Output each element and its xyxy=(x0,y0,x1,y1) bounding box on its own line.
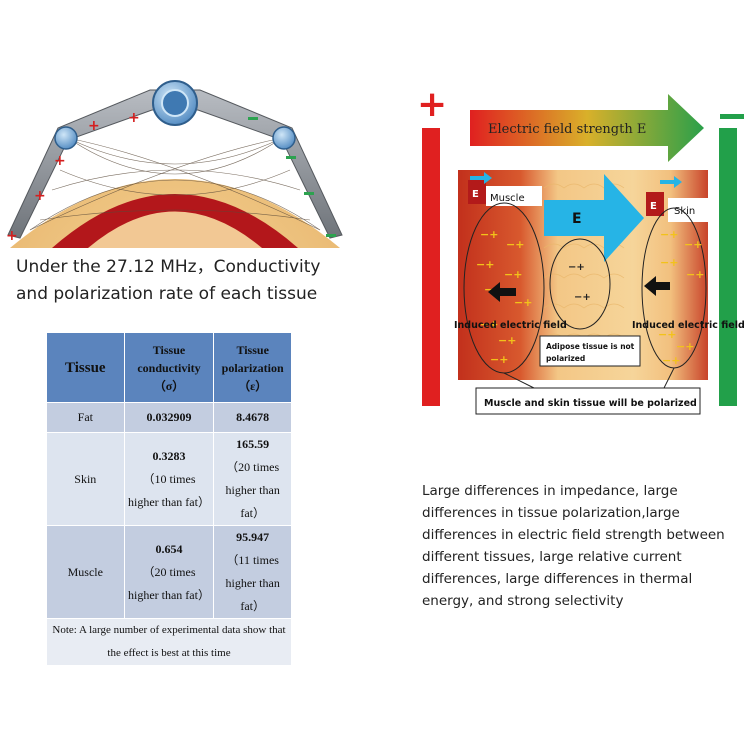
header-polarization: Tissue polarization （ε） xyxy=(213,332,292,403)
skin-e-box xyxy=(646,192,664,216)
big-field-arrow xyxy=(544,174,644,262)
svg-text:−+: −+ xyxy=(684,238,702,251)
electrode-left xyxy=(54,126,78,150)
adipose-charges: −+ −+ xyxy=(568,262,591,303)
skin-label: Skin xyxy=(674,206,695,217)
svg-text:+: + xyxy=(128,110,140,126)
svg-text:−+: −+ xyxy=(662,354,680,367)
tissue-property-table: Tissue Tissue conductivity （σ） Tissue po… xyxy=(46,332,292,666)
positive-electrode-bar xyxy=(422,128,440,406)
field-strength-label: Electric field strength E xyxy=(488,122,646,137)
svg-text:+: + xyxy=(88,118,100,134)
negative-sign xyxy=(720,114,744,119)
svg-text:−+: −+ xyxy=(514,296,532,309)
adipose-ellipse xyxy=(549,238,611,330)
table-caption: Under the 27.12 MHz，Conductivity and pol… xyxy=(16,257,321,304)
cell-polarization: 8.4678 xyxy=(213,402,292,433)
induced-field-left-label: Induced electric field xyxy=(454,320,567,331)
header-tissue: Tissue xyxy=(46,332,125,403)
bottom-note-box xyxy=(475,387,701,415)
field-strength-arrow xyxy=(470,94,704,162)
muscle-label-box xyxy=(486,186,542,206)
electric-field-diagram: + Electric field strength E E Muscle E E… xyxy=(417,88,745,415)
skin-label-box xyxy=(668,198,708,222)
muscle-label: Muscle xyxy=(490,193,525,204)
cell-polarization: 95.947 （11 times higher than fat） xyxy=(213,525,292,619)
inner-fat xyxy=(88,211,262,248)
header-conductivity: Tissue conductivity （σ） xyxy=(123,332,215,403)
skin-e-label: E xyxy=(650,201,657,212)
field-lines xyxy=(29,137,321,231)
skin-small-arrow xyxy=(660,176,682,188)
bottom-note: Muscle and skin tissue will be polarized xyxy=(484,398,697,409)
svg-text:−+: −+ xyxy=(568,262,585,273)
charge-pairs: −+−+ −+−+ −+−+ −+−+ −+ −+−+ −+−+ −+−+ −+ xyxy=(476,228,704,367)
cell-tissue: Skin xyxy=(46,432,125,526)
svg-text:−+: −+ xyxy=(480,318,498,331)
svg-text:−+: −+ xyxy=(506,238,524,251)
svg-text:−+: −+ xyxy=(498,334,516,347)
cell-conductivity: 0.654 （20 times higher than fat） xyxy=(123,525,215,619)
svg-text:+: + xyxy=(34,188,46,204)
callout-lines xyxy=(503,367,675,389)
polarity-markers: + + + + + xyxy=(6,110,336,244)
svg-text:+: + xyxy=(54,153,66,169)
svg-text:−+: −+ xyxy=(490,353,508,366)
table-row: Muscle 0.654 （20 times higher than fat） … xyxy=(46,525,292,619)
svg-text:−+: −+ xyxy=(504,268,522,281)
table-row: Fat 0.032909 8.4678 xyxy=(46,402,292,433)
svg-text:−+: −+ xyxy=(480,228,498,241)
induced-arrow-left xyxy=(488,282,516,302)
svg-text:−+: −+ xyxy=(686,268,704,281)
svg-text:−+: −+ xyxy=(574,292,591,303)
adipose-note-line2: polarized xyxy=(546,354,585,363)
svg-text:−+: −+ xyxy=(476,258,494,271)
negative-electrode-bar xyxy=(719,128,737,406)
svg-text:−+: −+ xyxy=(660,256,678,269)
big-field-arrow-label: E xyxy=(572,211,582,227)
adipose-note-box xyxy=(539,335,641,367)
induced-arrow-right xyxy=(644,276,670,296)
table-note: Note: A large number of experimental dat… xyxy=(46,618,292,666)
positive-sign: + xyxy=(417,88,447,125)
svg-text:−+: −+ xyxy=(658,328,676,341)
cell-tissue: Muscle xyxy=(46,525,125,619)
cell-conductivity: 0.032909 xyxy=(123,402,215,433)
cell-conductivity: 0.3283 （10 times higher than fat） xyxy=(123,432,215,526)
table-row: Skin 0.3283 （10 times higher than fat） 1… xyxy=(46,432,292,526)
svg-text:+: + xyxy=(6,228,18,244)
adipose-note-line1: Adipose tissue is not xyxy=(546,342,635,351)
cell-tissue: Fat xyxy=(46,402,125,433)
cell-polarization: 165.59 （20 times higher than fat） xyxy=(213,432,292,526)
electrode-device-illustration: + + + + + xyxy=(6,80,343,248)
induced-field-right-label: Induced electric field xyxy=(632,320,745,331)
muscle-e-box xyxy=(468,180,486,204)
muscle-e-label: E xyxy=(472,189,479,200)
table-note-row: Note: A large number of experimental dat… xyxy=(46,618,292,666)
svg-text:−+: −+ xyxy=(660,228,678,241)
description-text: Large differences in impedance, large di… xyxy=(422,483,725,609)
electrode-right xyxy=(272,126,296,150)
svg-text:−+: −+ xyxy=(676,340,694,353)
muscle-small-arrow xyxy=(470,172,492,184)
